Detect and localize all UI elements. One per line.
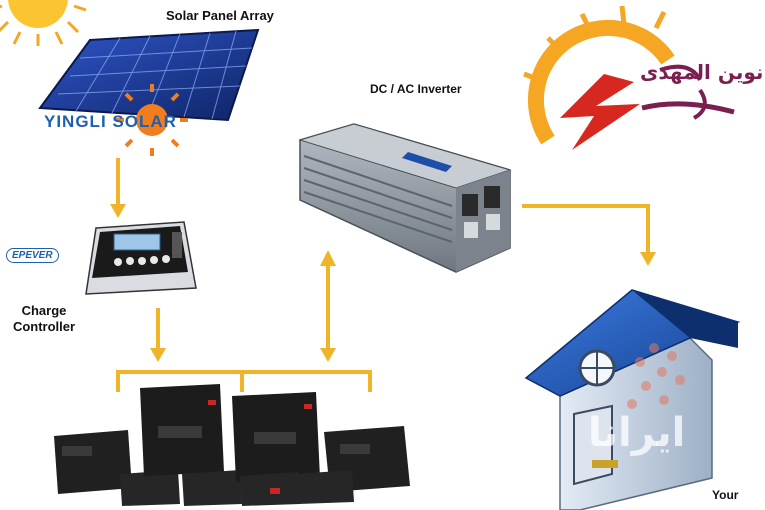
- solar-panel-label: Solar Panel Array: [166, 8, 274, 23]
- charge-controller-label: Charge Controller: [12, 303, 76, 334]
- arrow-batteries-inverter: [320, 250, 336, 362]
- arrow-panel-to-controller: [110, 158, 126, 218]
- house-label: Your: [712, 488, 739, 502]
- panel-sun-logo: [116, 84, 188, 156]
- sun-icon: [0, 0, 87, 46]
- house-icon: [524, 289, 741, 510]
- watermark: ایرانا: [588, 410, 686, 456]
- charge-controller-icon: [85, 221, 197, 295]
- inverter-icon: [298, 123, 512, 273]
- arabic-logo-text: نوین المهدی: [640, 60, 764, 84]
- battery-bus: [116, 370, 372, 392]
- battery-icon: [54, 384, 410, 506]
- arrow-inverter-to-house: [522, 204, 656, 266]
- arrow-controller-to-batteries: [150, 308, 166, 362]
- controller-brand-logo: EPEVER: [6, 248, 59, 263]
- panel-brand-logo: YINGLI SOLAR: [44, 112, 177, 131]
- arabic-logo-icon: [523, 5, 735, 150]
- inverter-label: DC / AC Inverter: [370, 82, 462, 96]
- solar-panel-icon: [38, 28, 260, 156]
